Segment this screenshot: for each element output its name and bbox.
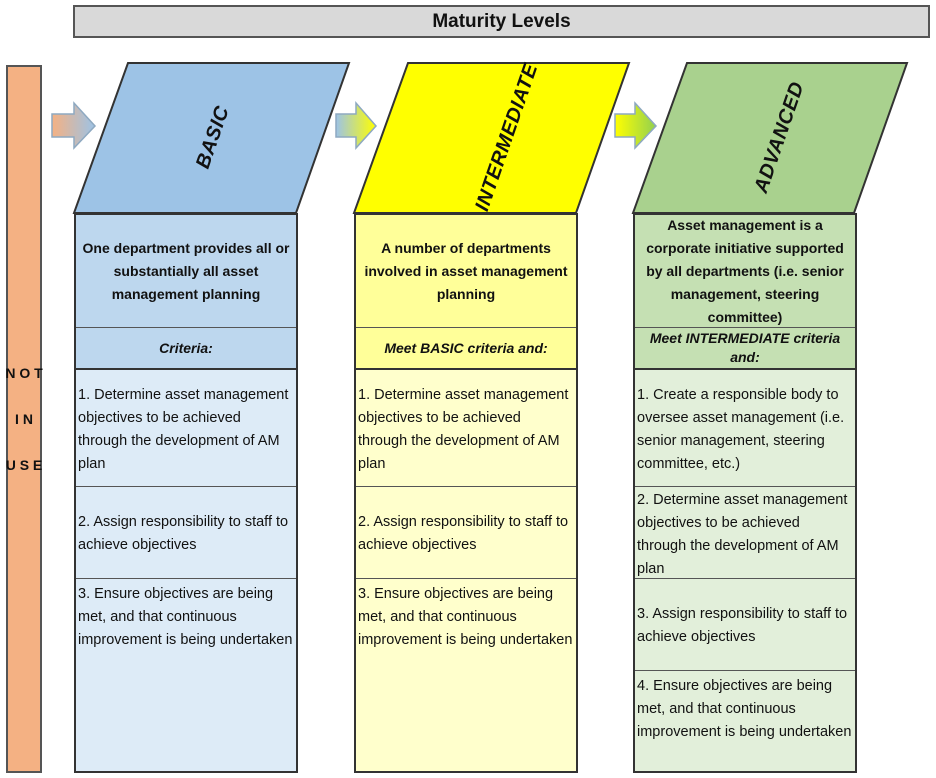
not-in-use-label: N O T I N U S E bbox=[5, 364, 43, 473]
basic-criteria-item: 2. Assign responsibility to staff to ach… bbox=[76, 487, 296, 579]
intermediate-criteria-item: 2. Assign responsibility to staff to ach… bbox=[356, 487, 576, 579]
advanced-criteria-item: 3. Assign responsibility to staff to ach… bbox=[635, 579, 855, 671]
advanced-criteria-item: 2. Determine asset management objectives… bbox=[635, 487, 855, 579]
not-in-use-bar: N O T I N U S E bbox=[5, 65, 43, 773]
title-text: Maturity Levels bbox=[432, 10, 571, 32]
arrow-intermediate-icon bbox=[335, 100, 378, 150]
intermediate-criteria-item: 1. Determine asset management objectives… bbox=[356, 370, 576, 487]
advanced-criteria-item: 4. Ensure objectives are being met, and … bbox=[637, 678, 852, 740]
advanced-criteria-item: 1. Create a responsible body to oversee … bbox=[635, 370, 855, 487]
basic-criteria-item: 3. Ensure objectives are being met, and … bbox=[78, 586, 293, 648]
advanced-column: Asset management is a corporate initiati… bbox=[633, 213, 857, 773]
arrow-basic-icon bbox=[51, 101, 97, 150]
maturity-levels-title: Maturity Levels bbox=[73, 5, 930, 38]
basic-column: One department provides all or substanti… bbox=[74, 213, 298, 773]
intermediate-column: A number of departments involved in asse… bbox=[354, 213, 578, 773]
advanced-criteria-label: Meet INTERMEDIATE criteria and: bbox=[635, 328, 855, 370]
intermediate-criteria-item: 3. Ensure objectives are being met, and … bbox=[358, 586, 573, 648]
basic-description: One department provides all or substanti… bbox=[76, 215, 296, 328]
intermediate-criteria-label: Meet BASIC criteria and: bbox=[356, 328, 576, 370]
basic-criteria-item: 1. Determine asset management objectives… bbox=[76, 370, 296, 487]
intermediate-description: A number of departments involved in asse… bbox=[356, 215, 576, 328]
advanced-description: Asset management is a corporate initiati… bbox=[635, 215, 855, 328]
basic-criteria-label: Criteria: bbox=[76, 328, 296, 370]
arrow-advanced-icon bbox=[614, 101, 658, 150]
